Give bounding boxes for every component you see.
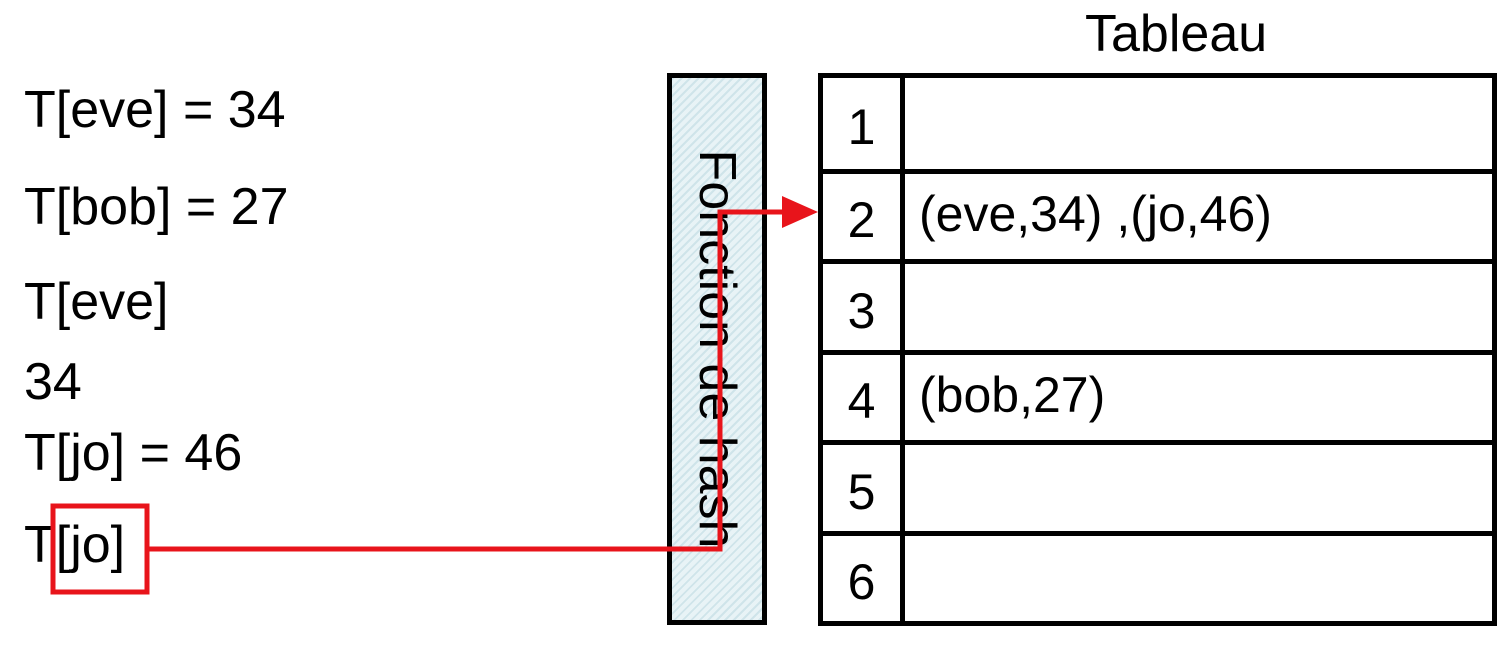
hash-path-arrow <box>147 209 785 552</box>
code-line-assign-jo: T[jo] = 46 <box>24 424 243 482</box>
row-value: (eve,34) ,(jo,46) <box>919 186 1272 243</box>
lookup-key: [jo] <box>55 516 126 574</box>
code-line-assign-eve: T[eve] = 34 <box>24 81 286 139</box>
table-row: 4 (bob,27) <box>823 349 1492 440</box>
row-index: 3 <box>823 264 905 350</box>
lookup-key-highlight <box>50 503 150 595</box>
row-index: 4 <box>823 354 905 440</box>
code-line-assign-bob: T[bob] = 27 <box>24 178 289 236</box>
row-index: 6 <box>823 535 905 621</box>
hash-function-box: Fonction de hash <box>667 73 767 625</box>
arrow-head-icon <box>782 196 818 228</box>
table-row: 1 <box>823 78 1492 169</box>
lookup-prefix: T <box>24 516 56 574</box>
row-value: (bob,27) <box>919 367 1106 424</box>
code-line-lookup-eve: T[eve] <box>24 273 169 331</box>
table-row: 5 <box>823 440 1492 531</box>
table-row: 2 (eve,34) ,(jo,46) <box>823 168 1492 259</box>
code-line-result: 34 <box>24 353 82 411</box>
table-title: Tableau <box>1085 5 1268 63</box>
table-row: 6 <box>823 530 1492 621</box>
row-index: 5 <box>823 445 905 531</box>
hash-table: 1 2 (eve,34) ,(jo,46) 3 4 (bob,27) 5 6 <box>818 73 1497 626</box>
table-row: 3 <box>823 259 1492 350</box>
row-index: 2 <box>823 173 905 259</box>
row-index: 1 <box>823 78 905 169</box>
code-line-lookup-jo: T[jo] <box>24 519 125 571</box>
